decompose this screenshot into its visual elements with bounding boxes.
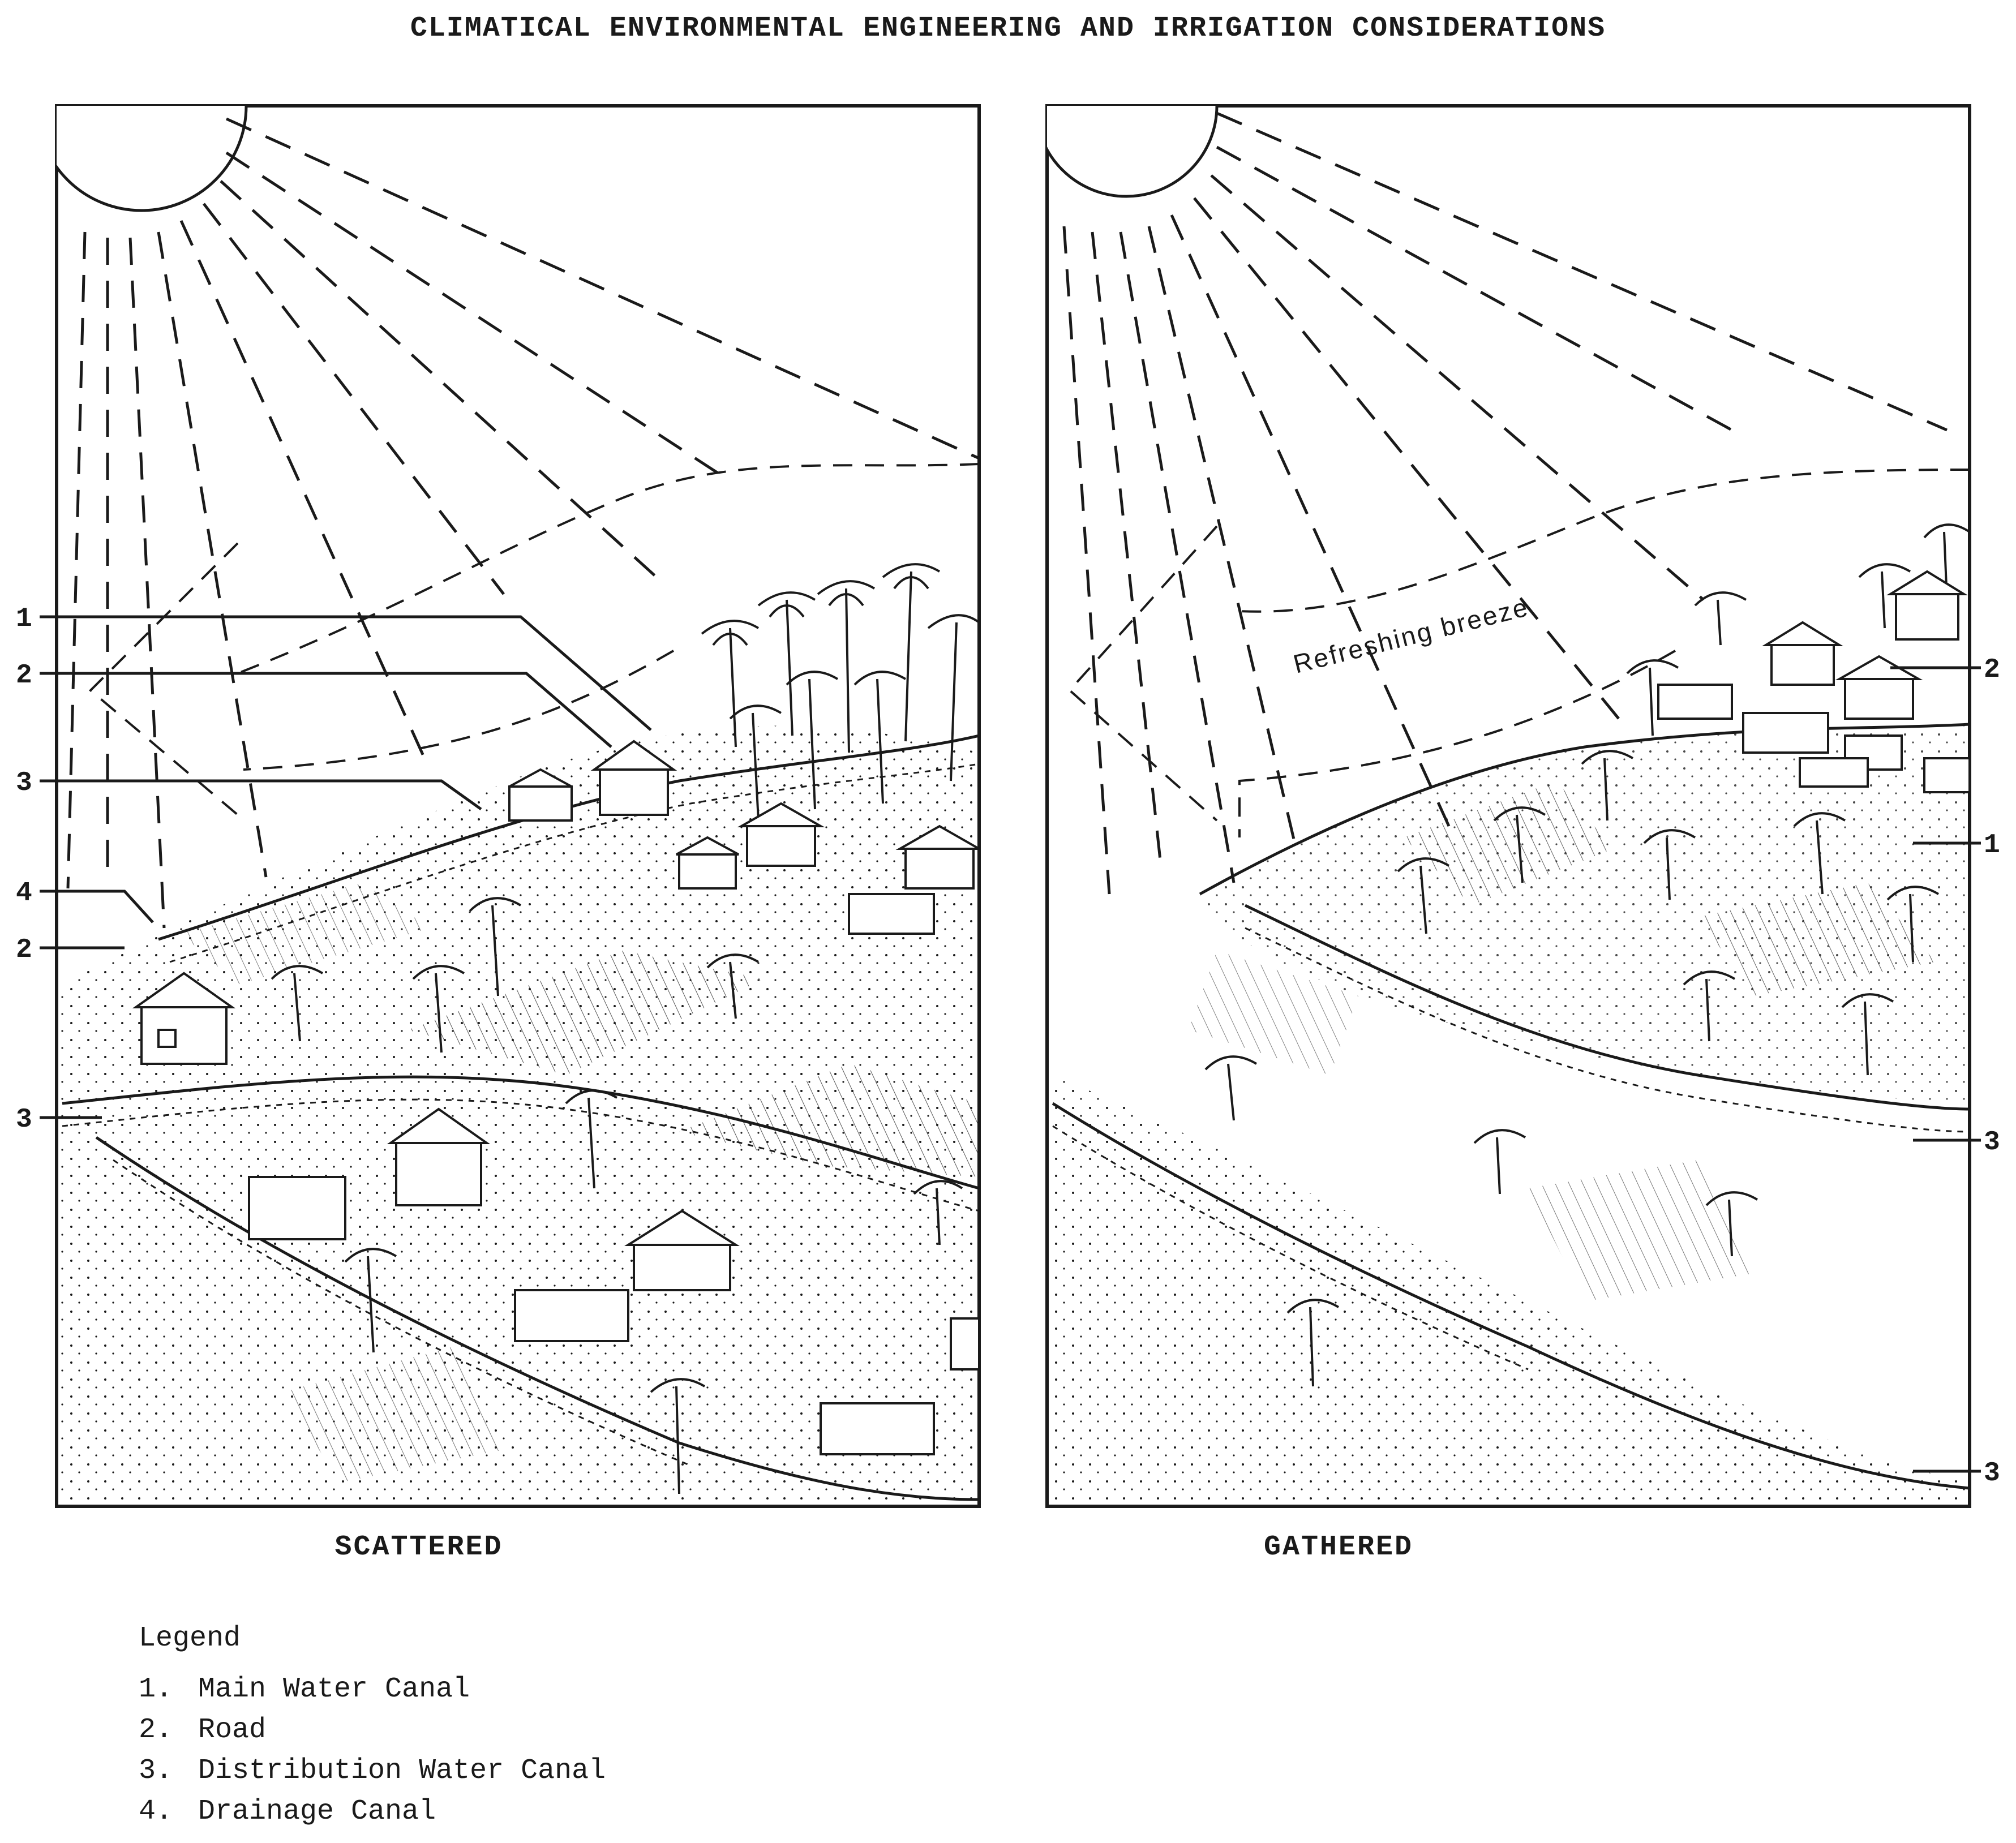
callout-label: 2	[16, 935, 32, 965]
house-icon	[590, 740, 677, 816]
breeze-lines	[1068, 469, 1970, 837]
legend-title: Legend	[139, 1622, 241, 1655]
house-icon	[387, 1107, 491, 1206]
callout-label: 3	[16, 1105, 32, 1135]
breeze-lines	[89, 463, 979, 816]
sun-icon	[1047, 106, 1219, 198]
scattered-callouts: 1 2 3 4 2 3	[16, 604, 32, 1135]
callout-label: 3	[1984, 1127, 2000, 1158]
house-icon	[132, 972, 236, 1065]
callout-label: 2	[1984, 655, 2000, 685]
callout-label: 4	[16, 878, 32, 909]
legend-label: Main Water Canal	[198, 1673, 470, 1705]
house-icon	[1886, 570, 1968, 641]
sun-rays	[1062, 111, 1948, 895]
house-icon	[508, 768, 573, 822]
gathered-caption: GATHERED	[1263, 1531, 1414, 1563]
figure-title: CLIMATICAL ENVIRONMENTAL ENGINEERING AND…	[410, 12, 1606, 45]
legend-number: 2.	[139, 1714, 173, 1746]
house-icon	[624, 1209, 740, 1291]
gathered-panel: Refreshing breeze 2 1 3 3	[1045, 104, 2000, 1508]
legend-label: Distribution Water Canal	[198, 1755, 606, 1787]
legend-number: 4.	[139, 1795, 173, 1828]
house-icon	[950, 1317, 979, 1371]
gathered-leaders	[1890, 666, 1981, 1473]
house-icon	[1761, 621, 1844, 686]
legend-item: 4. Drainage Canal	[139, 1792, 606, 1832]
sun-icon	[57, 106, 248, 212]
house-icon	[737, 802, 825, 867]
callout-label: 3	[16, 768, 32, 798]
scattered-caption: SCATTERED	[334, 1531, 503, 1563]
legend-label: Road	[198, 1714, 267, 1746]
house-icon	[1799, 757, 1869, 788]
house-icon	[1923, 757, 1970, 793]
legend-number: 3.	[139, 1755, 173, 1787]
callout-label: 3	[1984, 1458, 2000, 1489]
scattered-panel: 1 2 3 4 2 3	[16, 104, 981, 1508]
legend-number: 1.	[139, 1673, 173, 1705]
legend-item: 1. Main Water Canal	[139, 1669, 606, 1710]
house-icon	[676, 836, 739, 890]
house-icon	[248, 1176, 346, 1240]
callout-label: 1	[16, 604, 32, 634]
gathered-callouts: 2 1 3 3	[1984, 655, 2000, 1489]
houses	[1657, 570, 1970, 793]
legend-item: 2. Road	[139, 1710, 606, 1751]
scattered-leaders	[40, 615, 652, 1119]
house-icon	[1657, 684, 1733, 720]
sun-rays	[66, 117, 979, 929]
palm-trees	[1204, 523, 1970, 1387]
callout-label: 2	[16, 660, 32, 691]
house-icon	[895, 824, 979, 890]
legend-item: 3. Distribution Water Canal	[139, 1751, 606, 1792]
palm-trees	[271, 563, 979, 1494]
house-icon	[1835, 655, 1923, 720]
house-icon	[848, 893, 935, 935]
houses	[132, 740, 979, 1455]
breeze-annotation: Refreshing breeze	[1290, 592, 1532, 679]
house-icon	[820, 1402, 935, 1455]
house-icon	[514, 1289, 629, 1342]
callout-label: 1	[1984, 830, 2000, 861]
legend-label: Drainage Canal	[198, 1795, 436, 1828]
house-icon	[1742, 712, 1829, 754]
legend: Legend 1. Main Water Canal 2. Road 3. Distr…	[139, 1618, 606, 1832]
